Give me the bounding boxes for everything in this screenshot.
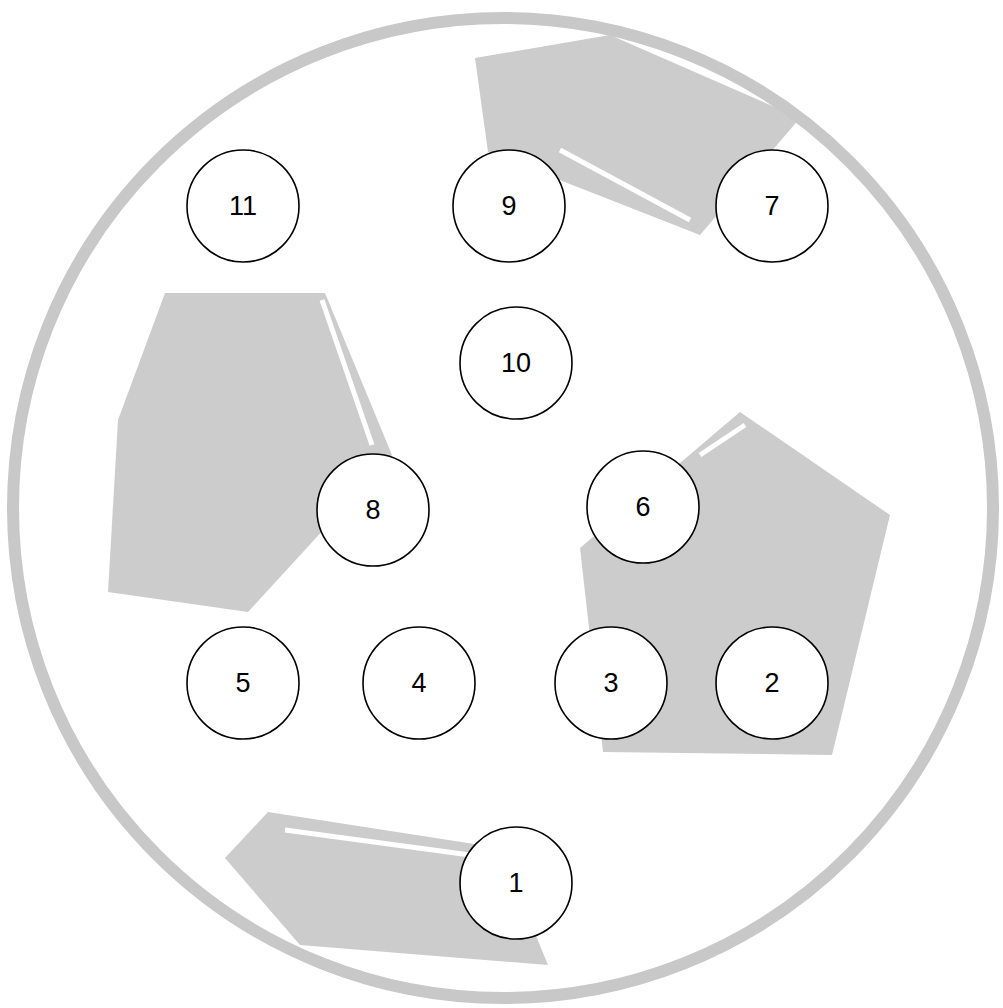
player-number: 9 (501, 191, 516, 222)
player-circle: 10 (459, 306, 573, 420)
player-circle: 3 (554, 626, 668, 740)
patch-highlight (560, 150, 690, 220)
patch-highlight (700, 425, 745, 455)
player-circle: 11 (186, 149, 300, 263)
player-circle: 9 (452, 149, 566, 263)
player-circle: 4 (362, 626, 476, 740)
player-circle: 6 (586, 450, 700, 564)
player-circle: 8 (316, 453, 430, 567)
ball-patch (108, 293, 392, 612)
patch-highlight (285, 830, 470, 855)
player-number: 2 (764, 668, 779, 699)
ball-outline (13, 18, 993, 998)
player-circle: 7 (715, 149, 829, 263)
player-number: 1 (508, 868, 523, 899)
player-circle: 5 (186, 626, 300, 740)
player-number: 3 (603, 668, 618, 699)
player-number: 10 (501, 348, 531, 379)
player-number: 11 (229, 191, 257, 222)
player-circle: 1 (459, 826, 573, 940)
player-number: 8 (365, 495, 380, 526)
player-number: 7 (764, 191, 779, 222)
player-number: 5 (235, 668, 250, 699)
player-number: 6 (635, 492, 650, 523)
patch-highlight (322, 300, 372, 445)
player-circle: 2 (715, 626, 829, 740)
player-number: 4 (411, 668, 426, 699)
